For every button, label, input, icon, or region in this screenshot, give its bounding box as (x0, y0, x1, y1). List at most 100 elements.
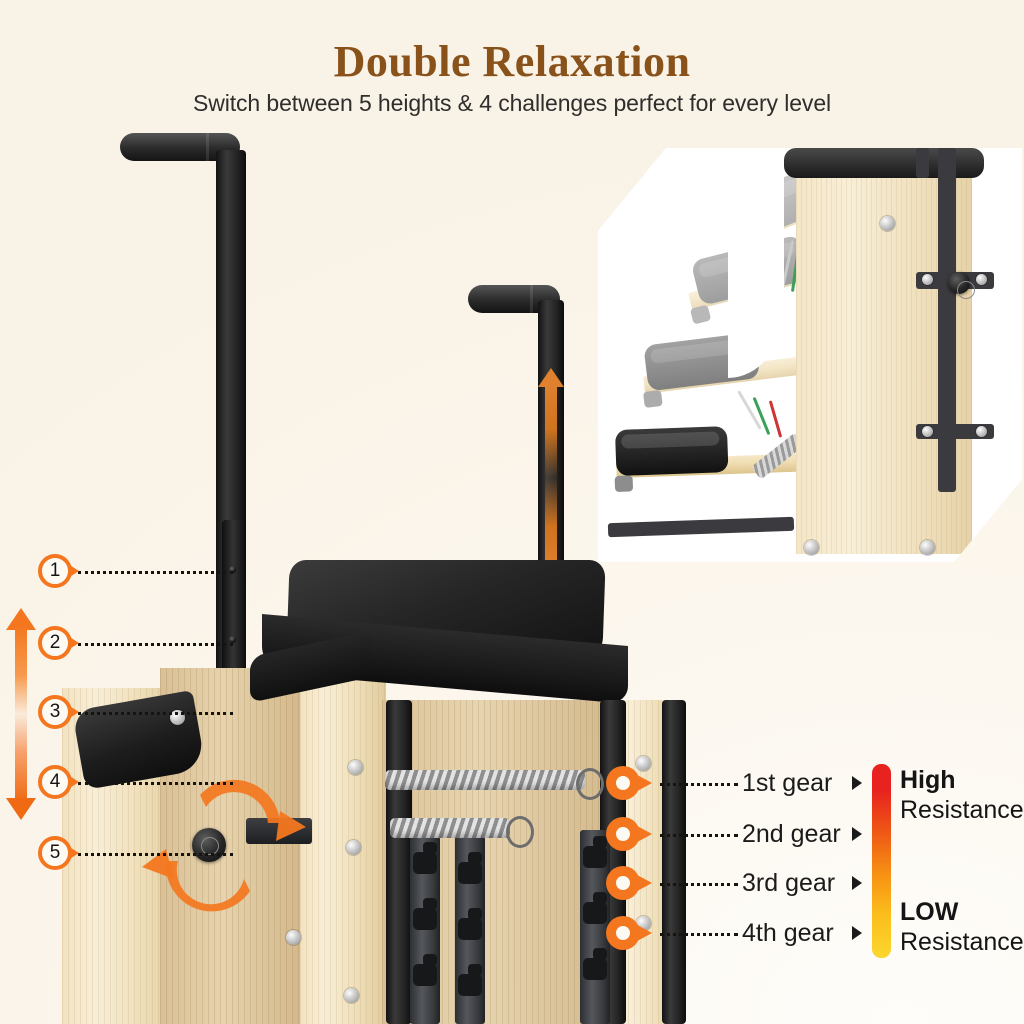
gear-arrow-icon-1 (852, 776, 862, 790)
resistance-low-subtitle: Resistance (900, 928, 1024, 956)
spring-ring (576, 768, 604, 800)
screw (636, 756, 651, 771)
frame-upright-c (662, 700, 686, 1024)
callout-number: 1 (49, 560, 61, 581)
detail-inset-panel (598, 148, 1022, 562)
spring-ring (506, 816, 534, 848)
rail-notch (413, 842, 437, 874)
screw (344, 988, 359, 1003)
callout-leader-1 (78, 571, 233, 574)
gear-leader-3 (660, 883, 738, 886)
gear-leader-1 (660, 783, 738, 786)
screw (286, 930, 301, 945)
rail-notch (583, 948, 607, 980)
height-callout-4[interactable]: 4 (38, 765, 79, 799)
gear-marker-1[interactable] (606, 766, 652, 800)
resistance-low-title: LOW (900, 898, 959, 926)
callout-circle (38, 554, 72, 588)
resistance-spring-upper (385, 770, 585, 790)
gear-label-4: 4th gear (742, 919, 834, 947)
rail-notch (413, 954, 437, 986)
gear-marker-3[interactable] (606, 866, 652, 900)
rail-notch (458, 852, 482, 884)
callout-circle (38, 626, 72, 660)
callout-number: 3 (49, 701, 61, 722)
arrow-shaft (545, 384, 557, 572)
grip-segment (206, 133, 209, 161)
gear-label-3: 3rd gear (742, 869, 836, 897)
height-adjust-arrow-icon (538, 368, 564, 588)
grip-segment (530, 285, 533, 313)
adjust-hole (229, 636, 236, 643)
callout-circle (38, 695, 72, 729)
inset-vertical-frame-rear (916, 148, 929, 178)
pin-center-dot (616, 926, 630, 940)
screw (920, 540, 935, 555)
arrow-shaft (15, 626, 27, 802)
gear-leader-2 (660, 834, 738, 837)
callout-circle (38, 836, 72, 870)
resistance-high-title: High (900, 766, 956, 794)
inset-bracket-lower (916, 424, 994, 439)
arrow-head-up (538, 368, 564, 387)
pin-pointer (628, 770, 652, 796)
pin-pointer (628, 870, 652, 896)
screw (804, 540, 819, 555)
screw (976, 426, 987, 437)
height-callout-3[interactable]: 3 (38, 695, 79, 729)
rail-notch (583, 892, 607, 924)
gear-label-1: 1st gear (742, 769, 833, 797)
arrow-head-up (6, 608, 36, 630)
wood-body-center (300, 660, 386, 1024)
height-range-arrow-icon (6, 608, 36, 820)
callout-leader-3 (78, 712, 233, 715)
seat-assembly (250, 560, 642, 710)
rail-notch (458, 908, 482, 940)
height-callout-2[interactable]: 2 (38, 626, 79, 660)
pin-center-dot (616, 876, 630, 890)
height-callout-5[interactable]: 5 (38, 836, 79, 870)
callout-leader-4 (78, 782, 233, 785)
arrow-head-down (6, 798, 36, 820)
inset-adjust-knob (948, 272, 975, 299)
callout-number: 4 (49, 771, 61, 792)
screw (880, 216, 895, 231)
page-subtitle: Switch between 5 heights & 4 challenges … (192, 90, 832, 116)
page-title: Double Relaxation (333, 37, 691, 86)
callout-number: 5 (49, 842, 61, 863)
gear-marker-4[interactable] (606, 916, 652, 950)
gear-marker-2[interactable] (606, 817, 652, 851)
adjust-hole (229, 566, 236, 573)
screw (922, 274, 933, 285)
inset-board-curve (728, 148, 784, 378)
gear-arrow-icon-4 (852, 926, 862, 940)
pin-center-dot (616, 776, 630, 790)
resistance-gradient-bar (872, 764, 891, 958)
resistance-spring-lower (390, 818, 510, 838)
screw (348, 760, 363, 775)
rotate-knob-arrow-icon (140, 775, 310, 915)
screw (922, 426, 933, 437)
callout-circle (38, 765, 72, 799)
inset-illustration (598, 148, 1022, 562)
gear-label-2: 2nd gear (742, 820, 841, 848)
screw (346, 840, 361, 855)
rail-notch (413, 898, 437, 930)
pin-center-dot (616, 827, 630, 841)
callout-leader-5 (78, 853, 233, 856)
frame-upright-a (386, 700, 412, 1024)
screw (976, 274, 987, 285)
inset-vertical-frame (938, 148, 956, 492)
gear-arrow-icon-3 (852, 876, 862, 890)
gear-leader-4 (660, 933, 738, 936)
pin-pointer (628, 920, 652, 946)
pin-pointer (628, 821, 652, 847)
gear-arrow-icon-2 (852, 827, 862, 841)
callout-number: 2 (49, 632, 61, 653)
height-adjust-knob (192, 828, 226, 862)
rail-notch (583, 836, 607, 868)
height-callout-1[interactable]: 1 (38, 554, 79, 588)
resistance-high-subtitle: Resistance (900, 796, 1024, 824)
